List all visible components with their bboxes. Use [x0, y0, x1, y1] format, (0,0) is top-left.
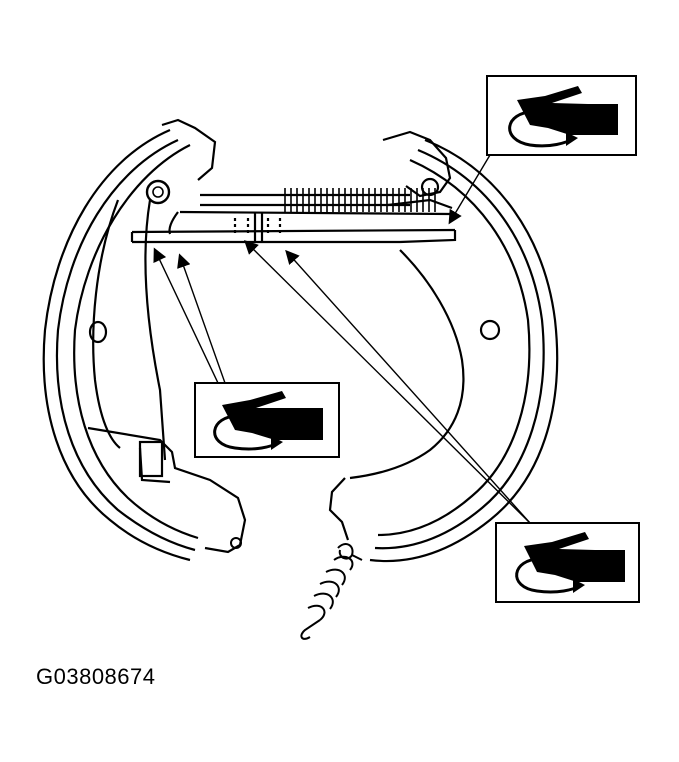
adjuster-strut [130, 193, 457, 244]
lubricate-grease-icon [508, 86, 618, 148]
left-shoe-hole [88, 320, 108, 344]
left-brake-shoe [42, 118, 247, 562]
anchor-pin-hole-inner [152, 186, 164, 198]
lubricate-grease-icon [213, 391, 323, 451]
lubricate-grease-icon [515, 532, 625, 594]
callout-box-top-right [486, 75, 637, 156]
callout-box-left [194, 382, 340, 458]
callout-leaders [153, 154, 531, 524]
adjuster-screw-teeth [284, 188, 436, 212]
figure-id-code: G03808674 [36, 664, 156, 689]
adjuster-pivot-hole [420, 177, 440, 197]
anchor-pin-hole [145, 179, 171, 205]
leader-arrow-strut-center-b [285, 249, 531, 524]
left-shoe-spring-hole [230, 537, 242, 549]
leader-arrow-strut-left-b [177, 253, 226, 384]
return-spring [300, 543, 363, 640]
right-brake-shoe [328, 130, 559, 563]
leader-arrow-adjuster-end [448, 154, 491, 225]
leader-arrow-strut-center-a [244, 240, 531, 524]
callout-box-bottom-right [495, 522, 640, 603]
leader-arrow-strut-left-a [153, 247, 219, 384]
right-shoe-hole [479, 319, 501, 341]
